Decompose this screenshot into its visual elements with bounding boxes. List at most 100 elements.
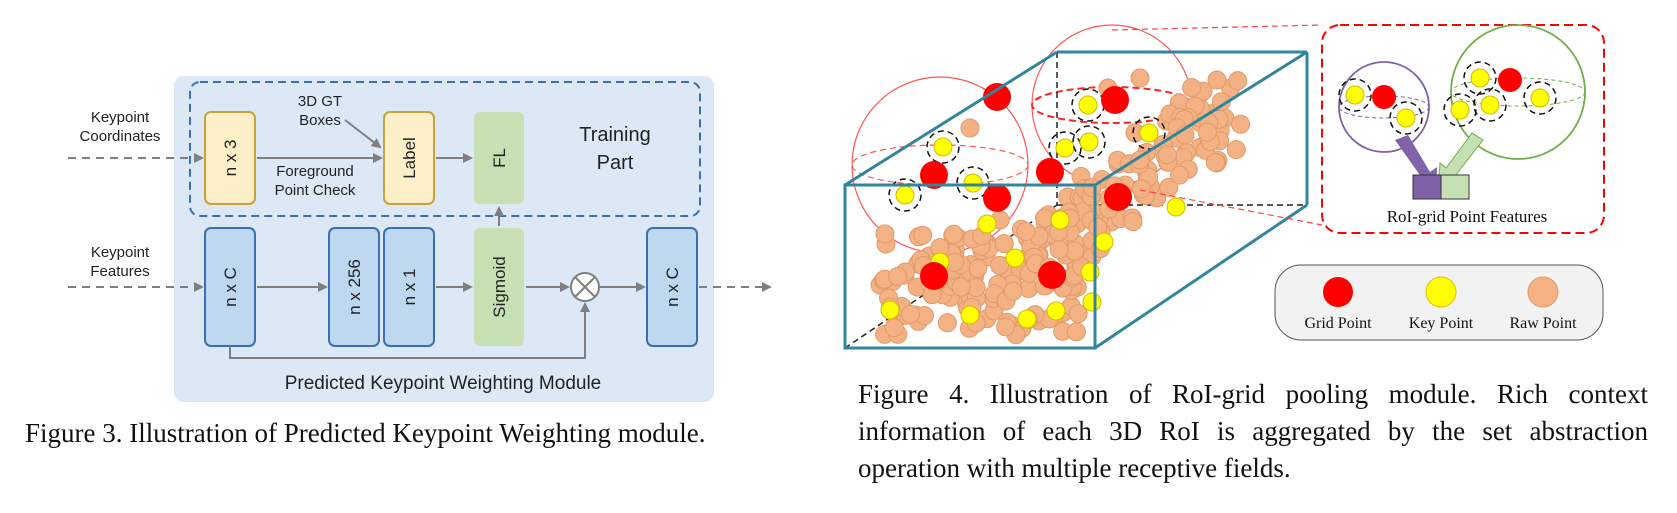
grid-point [983,184,1011,212]
key-point [1046,301,1066,321]
raw-point [951,277,971,297]
key-point-neighborhood [888,178,922,212]
training-part-label-line1: Training [579,124,651,146]
raw-point [990,255,1010,275]
gt-boxes-arrow [344,119,382,149]
inset-key-point-neighborhood [1463,61,1497,95]
gt-boxes-label-line2: Boxes [299,112,341,129]
key-point [933,137,953,157]
inset-grid-point [1372,85,1396,109]
fl-block-label: FL [490,148,509,168]
raw-point [1003,281,1023,301]
roi-grid-features-label: RoI-grid Point Features [1387,207,1548,226]
inset-key-point [1450,100,1470,120]
raw-point [888,266,908,286]
grid-point [920,161,948,189]
raw-point [1123,212,1143,232]
key-point-neighborhood [926,130,960,164]
roi-box-front-edges [843,50,1308,350]
keypoint-coordinates-label-line2: Coordinates [80,128,161,145]
inset-key-point-neighborhood [1443,93,1477,127]
key-point [963,173,983,193]
raw-point [1205,152,1225,172]
raw-point [1131,179,1151,199]
raw-point [913,225,933,245]
nx256-label: n x 256 [345,259,364,315]
inset-connector-bottom [1139,189,1323,226]
inset-grid-point [1498,68,1522,92]
key-point [895,185,915,205]
inset-key-point-neighborhood [1338,78,1372,112]
keypoint-features-label-line1: Keypoint [91,244,150,261]
raw-point [1197,122,1217,142]
raw-point [1226,140,1246,160]
nx256-block [328,227,380,347]
key-point [1094,232,1114,252]
keypoint-coordinates-label-line1: Keypoint [91,109,150,126]
grid-point [1036,158,1064,186]
raw-point [884,318,904,338]
inset-points [1338,61,1557,135]
key-point [1078,95,1098,115]
raw-point [1066,322,1086,342]
inset-key-point-neighborhood [1389,101,1423,135]
nx3-block [204,111,256,205]
raw-point [1228,71,1248,91]
grid-point [1038,261,1066,289]
key-point-neighborhood [1132,116,1166,150]
fl-block [474,112,524,204]
figure-3: Keypoint Coordinates Keypoint Features n… [0,0,800,513]
grid-points [920,83,1132,290]
legend-grid-point-marker [1323,277,1353,307]
gt-boxes-label-line1: 3D GT [298,93,342,110]
legend-raw-point-label: Raw Point [1509,315,1577,332]
key-point [1017,309,1037,329]
grid-point [920,262,948,290]
raw-point [994,234,1014,254]
nx1-label: n x 1 [400,269,419,306]
pkw-module-diagram: Keypoint Coordinates Keypoint Features n… [68,76,772,402]
grid-point [1101,86,1129,114]
key-point [1166,197,1186,217]
label-block [383,111,435,205]
inset-key-point [1396,108,1416,128]
raw-point [1231,114,1251,134]
inset-key-point [1530,88,1550,108]
legend-grid-point-label: Grid Point [1304,315,1372,332]
training-part-label-line2: Part [597,152,634,174]
key-point [880,300,900,320]
key-point [1079,132,1099,152]
skip-connection-arrow [229,302,590,359]
nxc-output-block [646,227,698,347]
foreground-check-line2: Point Check [275,182,356,199]
inset-key-point [1480,95,1500,115]
key-point [1050,210,1070,230]
nx3-block-label: n x 3 [221,140,240,177]
figure-4: RoI-grid Point Features Grid Point Key P… [840,0,1677,513]
inset-key-point [1470,68,1490,88]
raw-point [1068,304,1088,324]
raw-point [900,304,920,324]
key-point [1082,292,1102,312]
inset-key-point-neighborhood [1473,88,1507,122]
raw-point [960,118,980,138]
keypoint-features-label-line2: Features [90,263,149,280]
inset-key-point-neighborhood [1523,81,1557,115]
raw-point [1049,240,1069,260]
feature-block-green [1440,174,1470,200]
raw-points-cloud [870,68,1251,345]
nxc-output-label: n x C [663,267,682,307]
feature-block-purple [1412,174,1442,200]
training-part-box [189,81,701,217]
key-point [1055,138,1075,158]
key-point [960,305,980,325]
label-block-label: Label [400,137,419,179]
figure-4-caption: Figure 4. Illustration of RoI-grid pooli… [858,379,1648,483]
legend-key-point-label: Key Point [1409,315,1474,332]
raw-point [1159,177,1179,197]
multiply-node [570,272,600,302]
key-point [977,214,997,234]
raw-point [1016,221,1036,241]
grid-point [1104,183,1132,211]
key-point [1005,248,1025,268]
